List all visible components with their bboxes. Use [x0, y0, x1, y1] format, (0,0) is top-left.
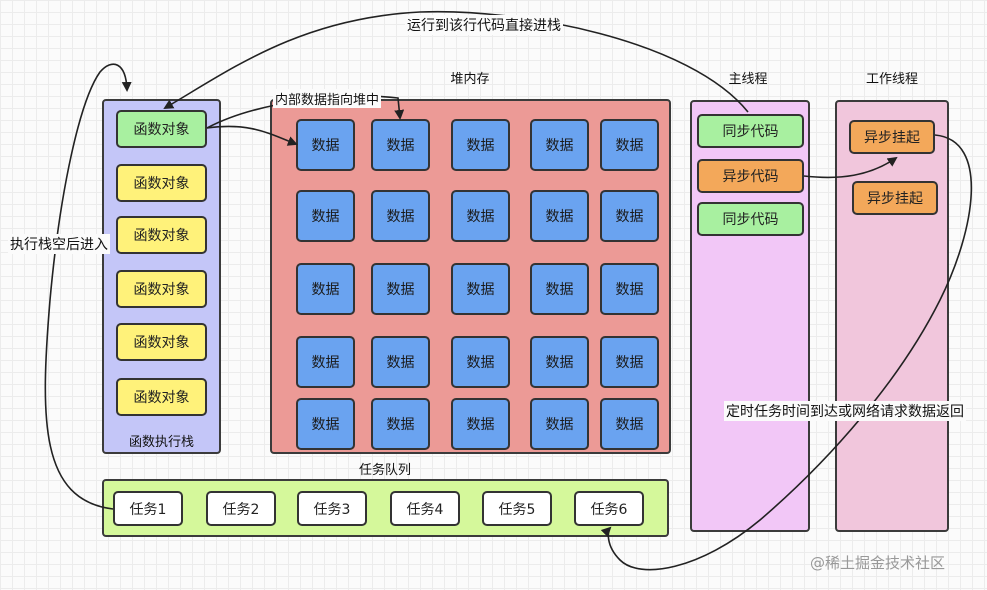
heap-data-cell: 数据	[600, 263, 659, 315]
heap-data-cell: 数据	[530, 263, 589, 315]
heap-title: 堆内存	[450, 72, 490, 87]
heap-data-cell: 数据	[371, 263, 430, 315]
heap-data-cell: 数据	[371, 119, 430, 171]
task-item: 任务4	[390, 491, 460, 526]
enter-stack-annotation: 运行到该行代码直接进栈	[405, 15, 563, 35]
heap-data-cell: 数据	[371, 190, 430, 242]
heap-data-cell: 数据	[296, 190, 355, 242]
task-queue-title: 任务队列	[358, 463, 411, 478]
heap-data-cell: 数据	[371, 336, 430, 388]
heap-data-cell: 数据	[600, 190, 659, 242]
heap-data-cell: 数据	[296, 398, 355, 450]
stack-item: 函数对象	[116, 323, 207, 361]
heap-data-cell: 数据	[530, 119, 589, 171]
stack-item: 函数对象	[116, 216, 207, 254]
heap-data-cell: 数据	[600, 398, 659, 450]
heap-data-cell: 数据	[296, 119, 355, 171]
task-item: 任务1	[113, 491, 183, 526]
stack-item: 函数对象	[116, 110, 207, 148]
stack-empty-annotation: 执行栈空后进入	[8, 234, 110, 254]
stack-item: 函数对象	[116, 270, 207, 308]
stack-item: 函数对象	[116, 378, 207, 416]
sync-code-block: 同步代码	[697, 114, 804, 148]
async-pending-block: 异步挂起	[849, 120, 935, 154]
watermark-text: @稀土掘金技术社区	[810, 554, 946, 572]
execution-stack-title: 函数执行栈	[128, 435, 194, 450]
worker-thread-title: 工作线程	[865, 72, 918, 87]
task-item: 任务5	[482, 491, 552, 526]
heap-data-cell: 数据	[451, 336, 510, 388]
task-item: 任务3	[297, 491, 367, 526]
callback-annotation: 定时任务时间到达或网络请求数据返回	[724, 401, 966, 421]
heap-data-cell: 数据	[451, 398, 510, 450]
heap-data-cell: 数据	[296, 336, 355, 388]
async-pending-block: 异步挂起	[852, 181, 938, 215]
task-item: 任务2	[206, 491, 276, 526]
stack-item: 函数对象	[116, 164, 207, 202]
heap-data-cell: 数据	[530, 336, 589, 388]
heap-data-cell: 数据	[451, 263, 510, 315]
heap-data-cell: 数据	[296, 263, 355, 315]
heap-data-cell: 数据	[530, 190, 589, 242]
sync-code-block: 同步代码	[697, 202, 804, 236]
heap-data-cell: 数据	[600, 336, 659, 388]
heap-data-cell: 数据	[451, 190, 510, 242]
heap-data-cell: 数据	[530, 398, 589, 450]
heap-data-cell: 数据	[451, 119, 510, 171]
heap-data-cell: 数据	[600, 119, 659, 171]
heap-data-cell: 数据	[371, 398, 430, 450]
async-code-block: 异步代码	[697, 159, 804, 193]
task-item: 任务6	[574, 491, 644, 526]
worker-thread-panel	[835, 100, 949, 532]
heap-pointer-annotation: 内部数据指向堆中	[273, 89, 382, 108]
main-thread-title: 主线程	[728, 72, 768, 87]
